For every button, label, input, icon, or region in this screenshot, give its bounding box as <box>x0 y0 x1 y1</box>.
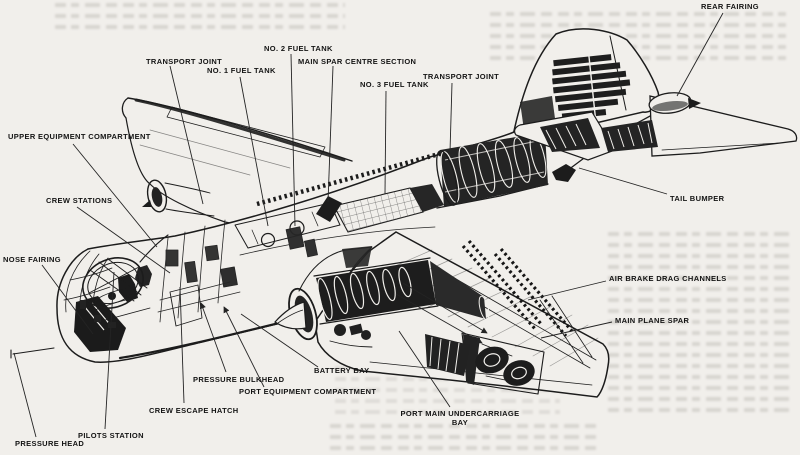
port-tailplane <box>514 111 616 161</box>
label-tail-bumper: TAIL BUMPER <box>670 194 725 203</box>
rear-fuselage-frames <box>436 132 548 207</box>
equipment-bays <box>157 219 436 323</box>
fuel-tank-grid-bay <box>333 184 444 233</box>
label-air-brake-drag-channels: AIR BRAKE DRAG CHANNELS <box>609 274 727 283</box>
tail-group <box>513 28 798 182</box>
label-upper-equipment-compartment: UPPER EQUIPMENT COMPARTMENT <box>8 132 151 141</box>
label-battery-bay: BATTERY BAY <box>314 366 370 375</box>
label-no3-fuel-tank: NO. 3 FUEL TANK <box>360 80 429 89</box>
starboard-engine-intake <box>142 179 215 217</box>
flap-root-ribs <box>425 334 470 376</box>
tail-bumper-skid <box>552 164 576 182</box>
crew-escape-hatch-panel <box>169 284 203 327</box>
pressure-head-probe <box>10 347 55 359</box>
main-plane-spar-lines <box>437 271 597 369</box>
forward-fuel-bay <box>234 202 341 249</box>
label-transport-joint-rear: TRANSPORT JOINT <box>423 72 500 81</box>
label-pressure-bulkhead: PRESSURE BULKHEAD <box>193 375 285 384</box>
label-crew-escape-hatch: CREW ESCAPE HATCH <box>149 406 239 415</box>
label-port-equipment-compartment: PORT EQUIPMENT COMPARTMENT <box>239 387 377 396</box>
main-spar-centre <box>316 196 342 222</box>
bleed-through-text <box>330 424 600 455</box>
cockpit-canopy <box>82 257 148 309</box>
label-port-main-undercarriage-bay: PORT MAIN UNDERCARRIAGE BAY <box>400 409 520 427</box>
bleed-through-text <box>55 3 345 36</box>
label-pressure-head: PRESSURE HEAD <box>15 439 85 448</box>
label-nose-fairing: NOSE FAIRING <box>3 255 61 264</box>
port-engine <box>274 246 490 348</box>
bleed-through-text <box>608 232 794 419</box>
spine-frames <box>256 148 451 207</box>
label-no2-fuel-tank: NO. 2 FUEL TANK <box>264 44 333 53</box>
label-no1-fuel-tank: NO. 1 FUEL TANK <box>207 66 276 75</box>
undercarriage-bay <box>461 332 545 395</box>
label-rear-fairing: REAR FAIRING <box>701 2 759 11</box>
label-main-spar-centre-section: MAIN SPAR CENTRE SECTION <box>298 57 417 66</box>
label-crew-stations: CREW STATIONS <box>46 196 113 205</box>
label-main-plane-spar: MAIN PLANE SPAR <box>615 316 690 325</box>
starboard-wing <box>121 97 353 240</box>
starboard-tailplane <box>601 95 798 157</box>
label-transport-joint-top: TRANSPORT JOINT <box>146 57 223 66</box>
leader-lines <box>13 12 724 438</box>
rear-fairing-cone <box>648 92 701 114</box>
label-pilots-station: PILOTS STATION <box>78 431 144 440</box>
